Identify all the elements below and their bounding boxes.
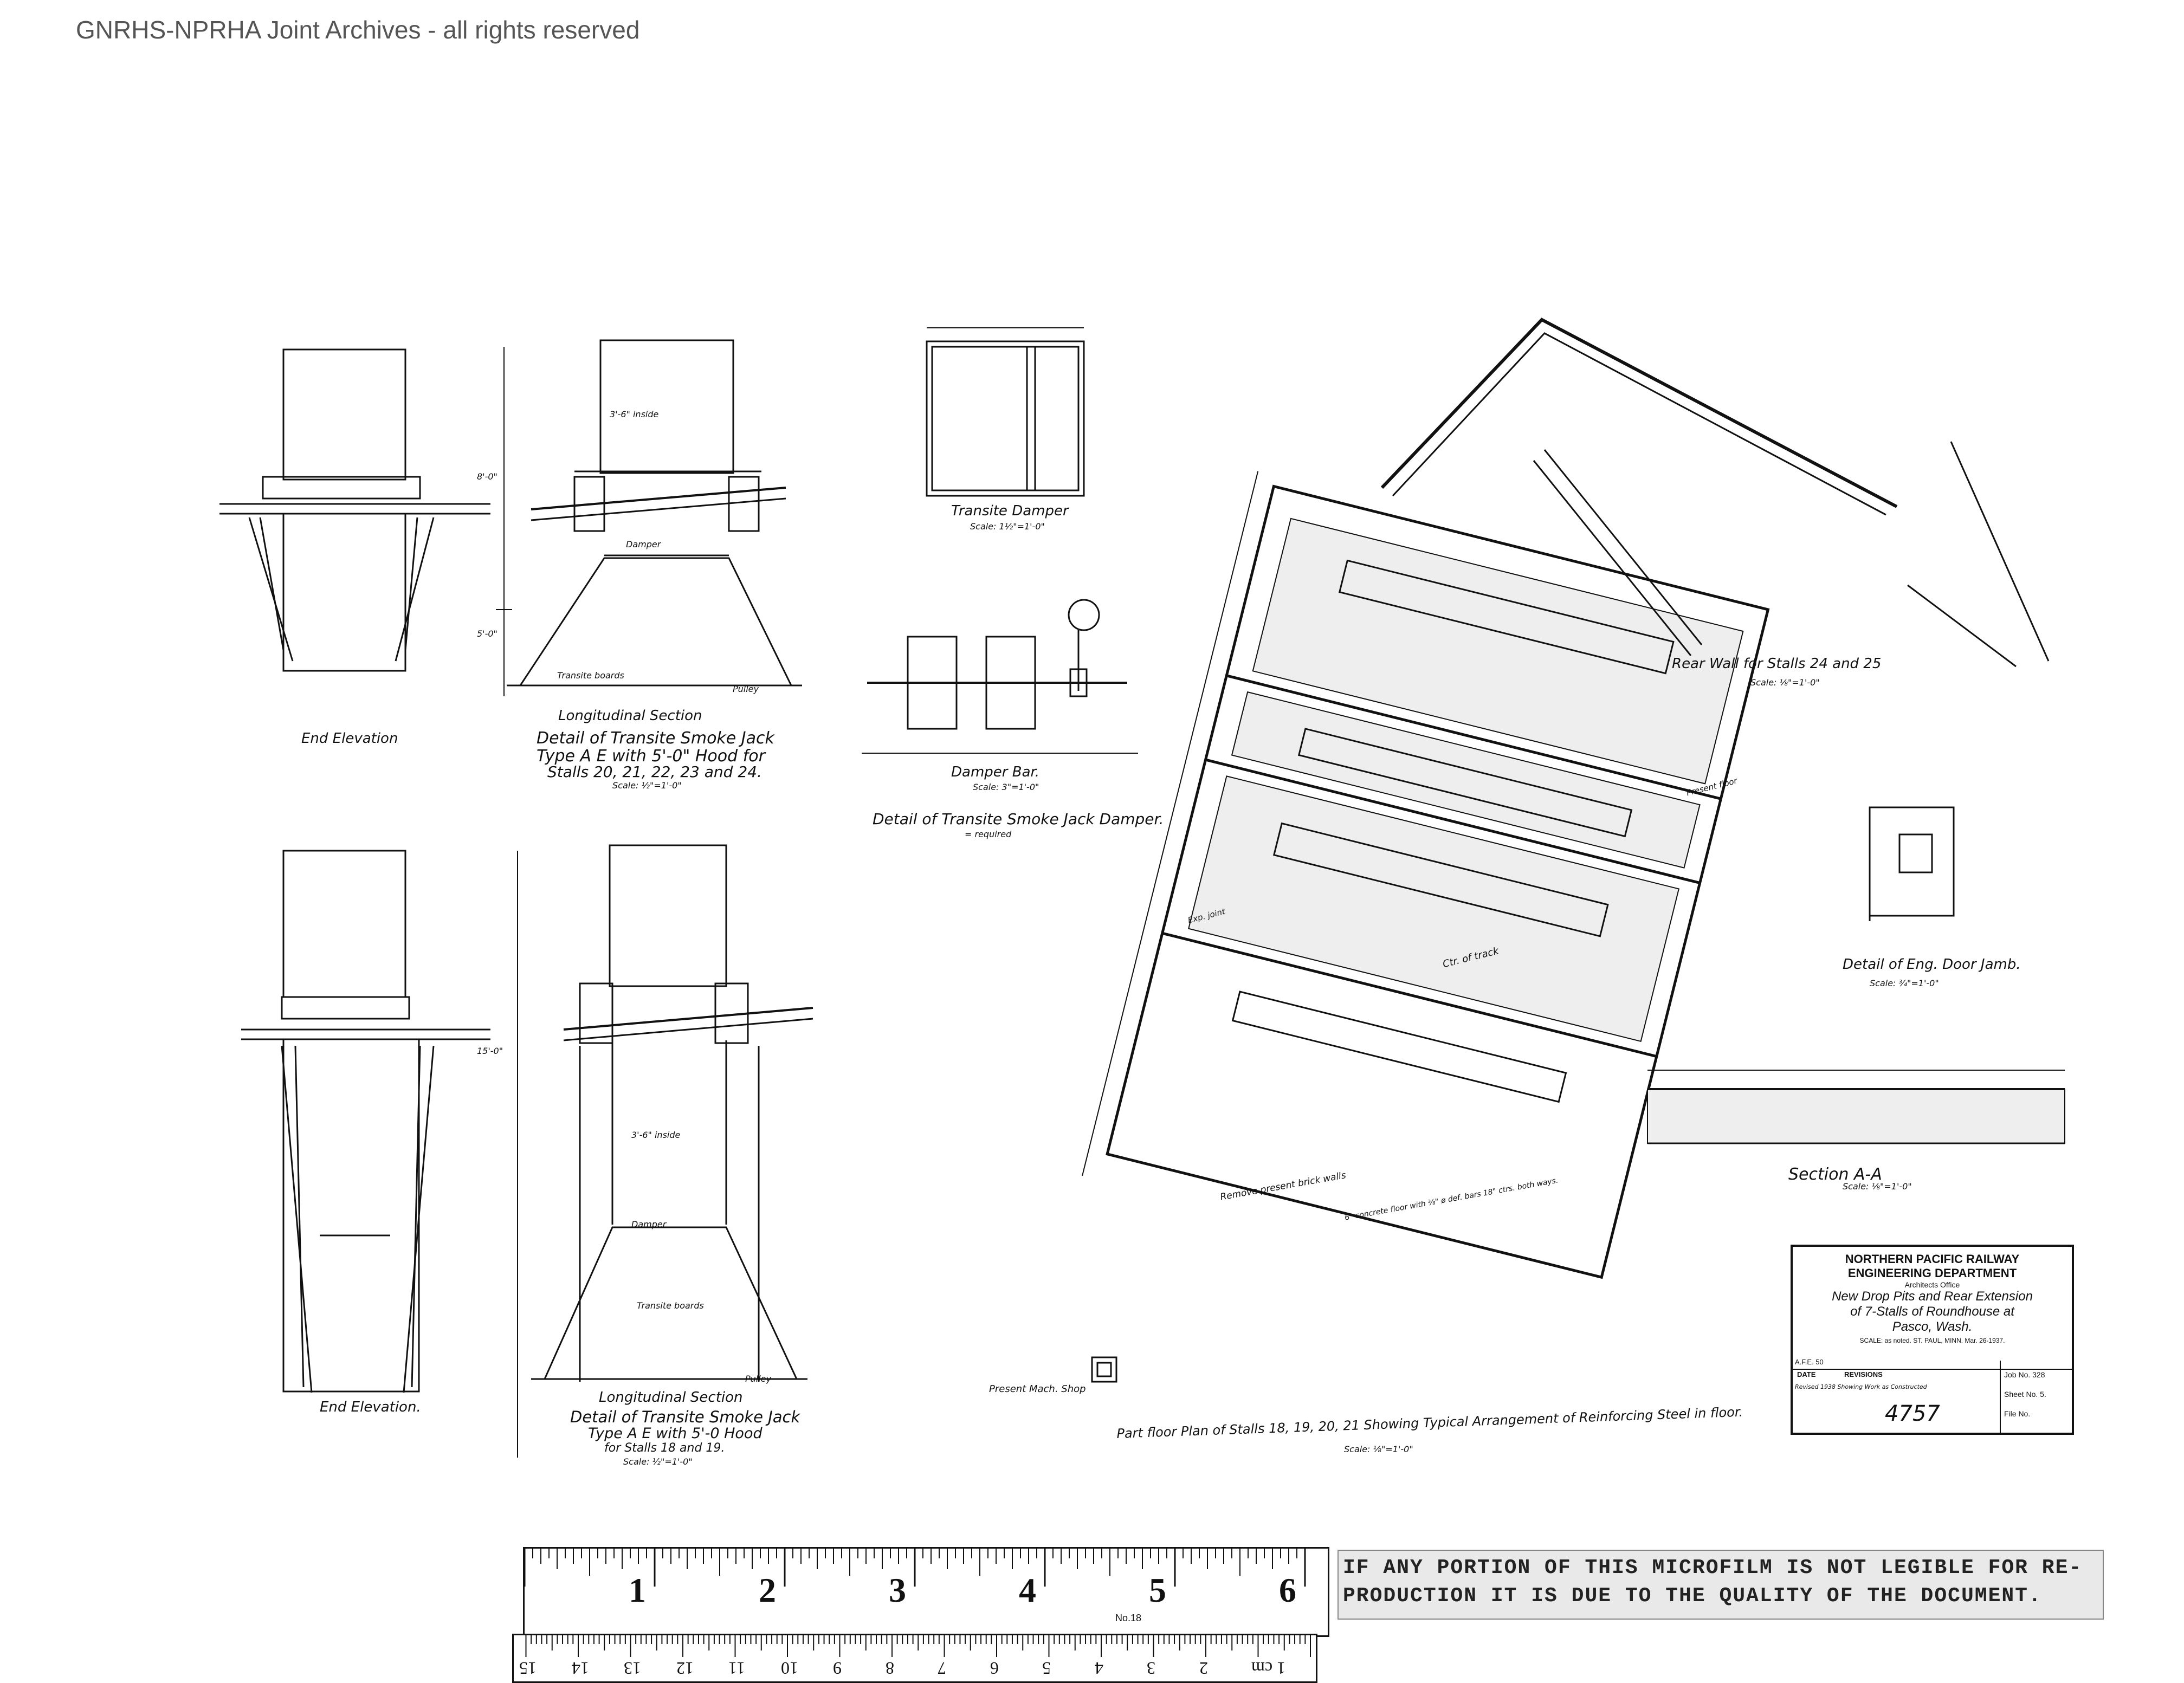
title-block-date-header: DATE xyxy=(1797,1370,1816,1378)
caption-damper-bar-scale: Scale: 3"=1'-0" xyxy=(973,782,1039,792)
cm-ruler-ticks xyxy=(525,1635,1311,1657)
ruler-cm-label: 7 xyxy=(938,1659,946,1678)
ruler-cm-label: 5 xyxy=(1042,1659,1051,1678)
ruler-cm-label: 14 xyxy=(571,1659,589,1678)
title-block-project-line1: New Drop Pits and Rear Extension xyxy=(1832,1289,2033,1304)
caption-door-jamb-scale: Scale: ¾"=1'-0" xyxy=(1870,978,1939,988)
microfilm-legibility-stamp: IF ANY PORTION OF THIS MICROFILM IS NOT … xyxy=(1337,1550,2104,1620)
label-inside-dimension-bottom: 3'-6" inside xyxy=(631,1130,681,1140)
label-damper-bottom: Damper xyxy=(631,1219,667,1229)
archive-watermark: GNRHS-NPRHA Joint Archives - all rights … xyxy=(76,16,640,44)
cm-ruler: 15 14 13 12 11 10 9 8 7 6 5 4 3 2 1 cm xyxy=(512,1634,1317,1683)
caption-section-aa-scale: Scale: ⅛"=1'-0" xyxy=(1843,1181,1912,1192)
stamp-line1: IF ANY PORTION OF THIS MICROFILM IS NOT … xyxy=(1343,1556,2083,1580)
ruler-cm-label: 13 xyxy=(624,1659,641,1678)
caption-detail-top-line3: Stalls 20, 21, 22, 23 and 24. xyxy=(547,763,762,781)
title-block-railway: NORTHERN PACIFIC RAILWAY xyxy=(1845,1252,2020,1266)
ruler-cm-label: 6 xyxy=(990,1659,999,1678)
stamp-line2: PRODUCTION IT IS DUE TO THE QUALITY OF T… xyxy=(1343,1584,2042,1608)
transite-damper-drawing xyxy=(926,327,1085,497)
title-block-department: ENGINEERING DEPARTMENT xyxy=(1847,1266,2017,1280)
label-dimension-5ft: 5'-0" xyxy=(477,629,497,639)
label-inside-dimension: 3'-6" inside xyxy=(610,409,659,419)
caption-damper-detail: Detail of Transite Smoke Jack Damper. xyxy=(873,810,1164,828)
ruler-cm-label: 8 xyxy=(885,1659,894,1678)
inch-ruler-ticks xyxy=(525,1549,1306,1587)
label-damper: Damper xyxy=(626,539,661,549)
caption-longitudinal-section-top: Longitudinal Section xyxy=(558,708,702,724)
ruler-inch-label: 2 xyxy=(759,1571,776,1609)
caption-detail-top-line2: Type A E with 5'-0" Hood for xyxy=(537,747,765,766)
title-block: NORTHERN PACIFIC RAILWAY ENGINEERING DEP… xyxy=(1791,1245,2074,1435)
title-block-revision-row: Revised 1938 Showing Work as Constructed xyxy=(1795,1383,1927,1390)
caption-detail-top-scale: Scale: ½"=1'-0" xyxy=(612,780,682,791)
caption-floor-plan-scale: Scale: ⅛"=1'-0" xyxy=(1344,1444,1413,1454)
ruler-cm-label: 12 xyxy=(676,1659,694,1678)
title-block-revisions-header: REVISIONS xyxy=(1844,1370,1883,1378)
caption-detail-bottom-scale: Scale: ½"=1'-0" xyxy=(623,1457,693,1467)
label-dimension-15ft: 15'-0" xyxy=(477,1046,503,1056)
damper-bar-drawing xyxy=(862,599,1138,754)
caption-damper-detail-note: = required xyxy=(965,829,1012,839)
title-block-project-line2: of 7-Stalls of Roundhouse at xyxy=(1850,1304,2014,1319)
caption-detail-bottom-line2: Type A E with 5'-0 Hood xyxy=(588,1425,763,1442)
floor-plan-drawing xyxy=(1082,471,1770,1279)
label-transite-boards: Transite boards xyxy=(557,670,624,681)
section-aa-drawing xyxy=(1647,1070,2065,1144)
label-dimension-8ft: 8'-0" xyxy=(477,471,497,482)
caption-rear-wall: Rear Wall for Stalls 24 and 25 xyxy=(1672,656,1882,672)
ruler-inch-label: 3 xyxy=(889,1571,906,1609)
title-block-scale: SCALE: as noted. ST. PAUL, MINN. Mar. 26… xyxy=(1859,1337,2005,1344)
label-pulley-bottom: Pulley xyxy=(745,1374,771,1384)
label-present-mach-shop: Present Mach. Shop xyxy=(989,1383,1086,1395)
caption-transite-damper-scale: Scale: 1½"=1'-0" xyxy=(970,521,1045,532)
caption-section-aa: Section A-A xyxy=(1788,1165,1882,1184)
caption-transite-damper: Transite Damper xyxy=(951,503,1069,519)
caption-rear-wall-scale: Scale: ⅛"=1'-0" xyxy=(1750,677,1820,688)
ruler-cm-label: 10 xyxy=(780,1659,798,1678)
ruler-cm-label: 9 xyxy=(833,1659,842,1678)
ruler-inch-label: 4 xyxy=(1019,1571,1036,1609)
title-block-project-line3: Pasco, Wash. xyxy=(1892,1319,1973,1334)
title-block-initials: A.F.E. 50 xyxy=(1795,1358,1824,1366)
end-elevation-bottom xyxy=(241,850,490,1393)
title-block-drawing-number: 4757 xyxy=(1885,1401,1940,1426)
ruler-cm-label: 11 xyxy=(728,1659,745,1678)
ruler-maker-label: No.18 xyxy=(1115,1613,1142,1623)
caption-end-elevation-top: End Elevation xyxy=(301,730,398,747)
caption-detail-bottom-line3: for Stalls 18 and 19. xyxy=(604,1441,725,1455)
title-block-file-number: File No. xyxy=(2004,1409,2031,1418)
mach-shop-footing xyxy=(1091,1356,1117,1383)
title-block-office: Architects Office xyxy=(1904,1280,1960,1289)
door-jamb-drawing xyxy=(1869,806,1955,921)
ruler-cm-label: 3 xyxy=(1147,1659,1155,1678)
caption-longitudinal-section-bottom: Longitudinal Section xyxy=(599,1389,743,1406)
longitudinal-section-top xyxy=(496,339,802,696)
rear-wall-drawing xyxy=(1380,318,2050,668)
ruler-cm-label: 4 xyxy=(1094,1659,1103,1678)
ruler-inch-label: 6 xyxy=(1279,1571,1296,1609)
caption-end-elevation-bottom: End Elevation. xyxy=(320,1399,421,1415)
ruler-cm-label: 1 cm xyxy=(1251,1659,1286,1678)
label-pulley: Pulley xyxy=(733,684,759,694)
ruler-cm-label: 15 xyxy=(519,1659,537,1678)
ruler-inch-label: 5 xyxy=(1149,1571,1166,1609)
end-elevation-top xyxy=(219,348,490,672)
title-block-sheet-number: Sheet No. 5. xyxy=(2004,1390,2046,1399)
ruler-cm-label: 2 xyxy=(1199,1659,1208,1678)
caption-detail-bottom-line1: Detail of Transite Smoke Jack xyxy=(570,1408,800,1426)
title-block-job-number: Job No. 328 xyxy=(2004,1370,2045,1379)
label-transite-boards-bottom: Transite boards xyxy=(637,1300,704,1311)
caption-door-jamb: Detail of Eng. Door Jamb. xyxy=(1843,956,2021,973)
caption-detail-top-line1: Detail of Transite Smoke Jack xyxy=(537,729,774,748)
inch-ruler: 1 2 3 4 5 6 No.18 xyxy=(523,1547,1329,1637)
longitudinal-section-bottom xyxy=(517,844,813,1458)
caption-damper-bar: Damper Bar. xyxy=(951,764,1040,780)
ruler-inch-label: 1 xyxy=(629,1571,646,1609)
